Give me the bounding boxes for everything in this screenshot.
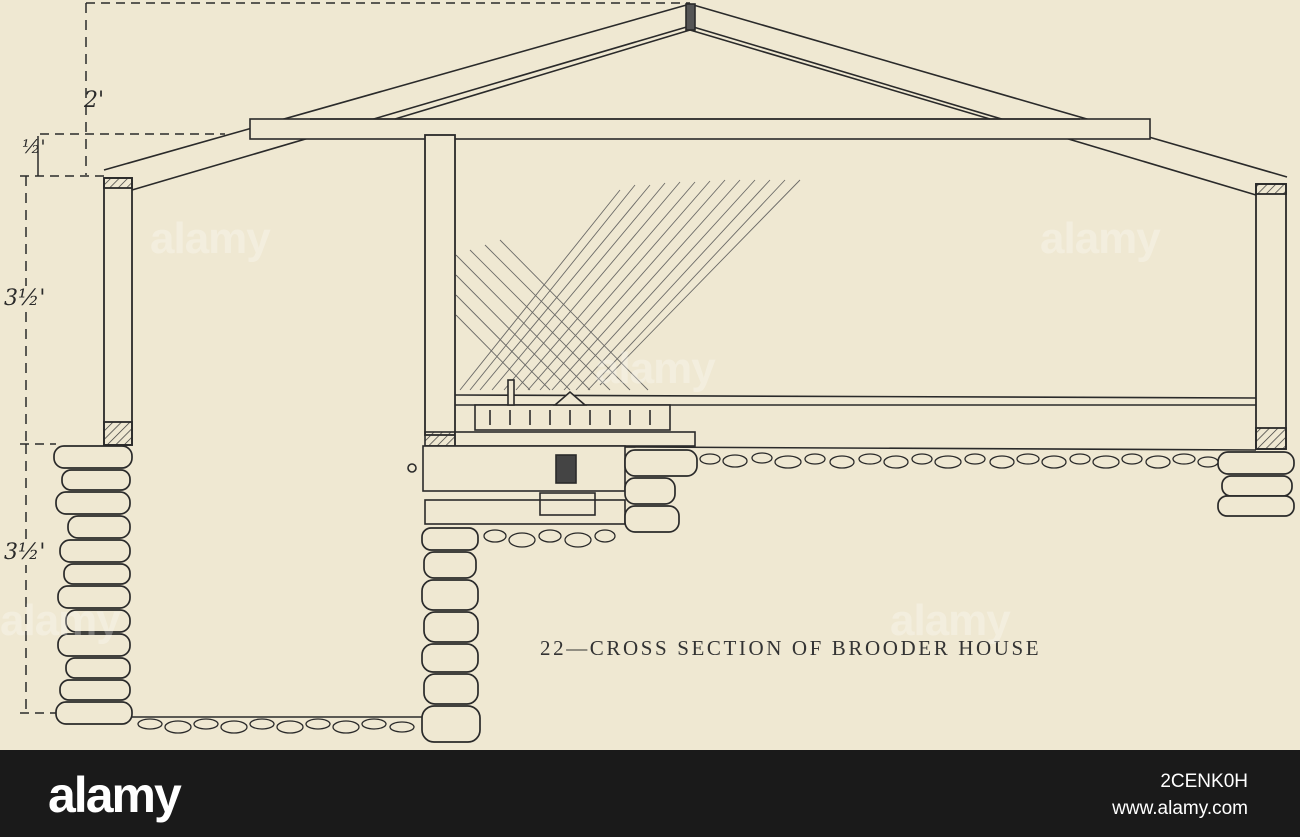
site-link[interactable]: www.alamy.com: [1112, 798, 1248, 819]
image-id: 2CENK0H: [1160, 771, 1248, 792]
watermark: alamy: [595, 344, 716, 393]
roof: [103, 3, 1288, 196]
walls: [103, 134, 1287, 450]
figure-caption: 22—CROSS SECTION OF BROODER HOUSE: [540, 636, 1042, 660]
figure-plate: 2' ½' 3½' 3½' 22—CROSS SECTION OF BROODE…: [0, 0, 1300, 750]
watermark: alamy: [0, 596, 121, 645]
watermark: alamy: [150, 214, 271, 263]
pebble-footing: [137, 452, 1219, 734]
alamy-logo[interactable]: alamy: [48, 767, 182, 823]
stone-foundations: [53, 445, 1295, 743]
brooder-heater: [407, 379, 696, 525]
dimension-label-wall: 3½': [4, 286, 46, 311]
light-rays: [455, 179, 801, 391]
footer-bar: alamy 2CENK0H www.alamy.com: [0, 750, 1300, 837]
watermark: alamy: [890, 596, 1011, 645]
image-info: 2CENK0H www.alamy.com: [1112, 768, 1248, 822]
dimension-lines: [20, 2, 690, 714]
brooder-house-drawing: [20, 2, 1295, 743]
dimension-label-foundation: 3½': [4, 540, 46, 565]
dimension-label-top: 2': [84, 88, 105, 113]
watermark: alamy: [1040, 214, 1161, 263]
dimension-label-small: ½': [22, 136, 46, 158]
